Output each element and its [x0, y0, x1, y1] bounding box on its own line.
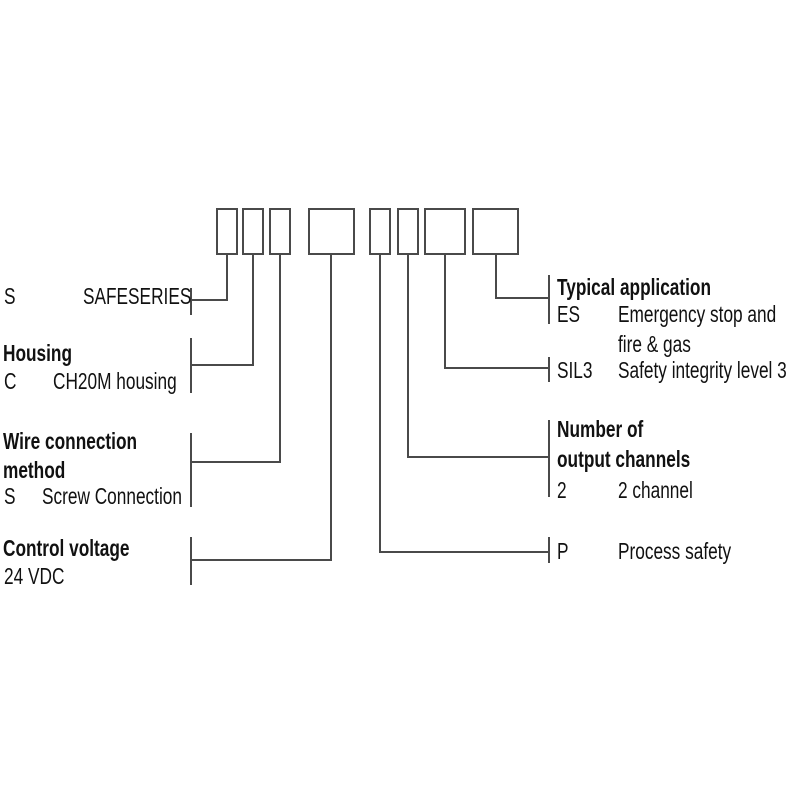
- process-code: P: [557, 538, 569, 564]
- voltage-desc: 24 VDC: [4, 563, 65, 589]
- branch-wire-method: [191, 461, 281, 463]
- process-desc: Process safety: [618, 538, 732, 564]
- code-box-process-safety: [369, 208, 391, 255]
- channels-code: 2: [557, 477, 567, 503]
- branch-application: [495, 297, 550, 299]
- series-code: S: [4, 283, 16, 309]
- branch-control-voltage: [191, 559, 332, 561]
- tick-control-voltage: [190, 537, 192, 585]
- stem-control-voltage: [330, 253, 332, 561]
- series-desc: SAFESERIES: [83, 283, 192, 309]
- stem-process-safety: [379, 253, 381, 553]
- code-box-output-channels: [397, 208, 419, 255]
- channels-heading-line2: output channels: [557, 446, 691, 472]
- stem-application: [495, 253, 497, 299]
- tick-output-channels: [548, 420, 550, 497]
- tick-wire-method: [190, 433, 192, 507]
- branch-sil: [444, 367, 550, 369]
- code-box-sil: [424, 208, 466, 255]
- wire-heading-line2: method: [3, 457, 66, 483]
- branch-housing: [191, 364, 254, 366]
- code-box-control-voltage: [308, 208, 355, 255]
- branch-process-safety: [379, 551, 550, 553]
- stem-series: [226, 253, 228, 301]
- wire-desc: Screw Connection: [42, 483, 182, 509]
- code-box-wire-method: [269, 208, 291, 255]
- wire-heading-line1: Wire connection: [3, 428, 138, 454]
- channels-heading-line1: Number of: [557, 416, 644, 442]
- stem-sil: [444, 253, 446, 369]
- stem-housing: [252, 253, 254, 366]
- stem-output-channels: [407, 253, 409, 458]
- channels-desc: 2 channel: [618, 477, 693, 503]
- tick-housing: [190, 338, 192, 393]
- tick-series: [190, 288, 192, 315]
- branch-series: [191, 299, 228, 301]
- tick-process-safety: [548, 537, 550, 563]
- tick-sil: [548, 357, 550, 382]
- sil-code: SIL3: [557, 357, 593, 383]
- wire-code: S: [4, 483, 16, 509]
- branch-output-channels: [407, 456, 550, 458]
- voltage-heading: Control voltage: [3, 535, 130, 561]
- stem-wire-method: [279, 253, 281, 463]
- code-box-series: [216, 208, 238, 255]
- tick-application: [548, 275, 550, 324]
- housing-heading: Housing: [3, 340, 72, 366]
- sil-desc: Safety integrity level 3: [618, 357, 787, 383]
- application-code: ES: [557, 301, 581, 327]
- application-desc-line2: fire & gas: [618, 331, 691, 357]
- application-desc-line1: Emergency stop and: [618, 301, 777, 327]
- housing-desc: CH20M housing: [53, 368, 177, 394]
- housing-code: C: [4, 368, 17, 394]
- application-heading: Typical application: [557, 274, 712, 300]
- code-box-application: [472, 208, 519, 255]
- code-box-housing: [242, 208, 264, 255]
